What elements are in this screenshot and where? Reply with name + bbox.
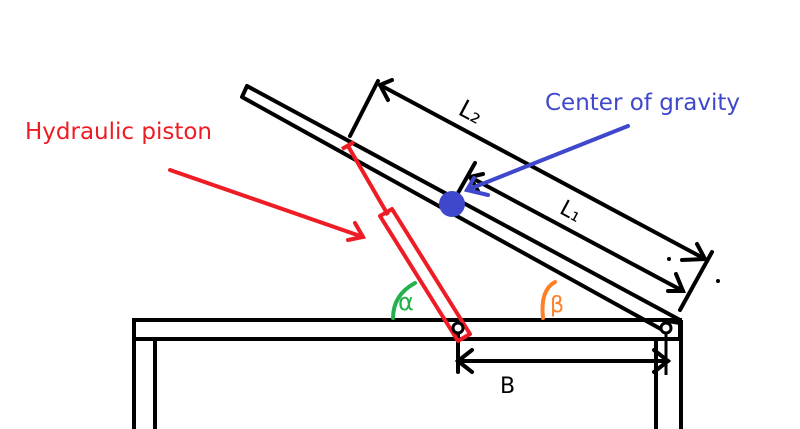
cog-pointer-head bbox=[463, 176, 490, 197]
label-hydraulic-piston: Hydraulic piston bbox=[25, 119, 212, 145]
piston-pointer bbox=[168, 168, 367, 242]
hydraulic-piston bbox=[340, 140, 472, 343]
dimension-l2 bbox=[348, 78, 714, 312]
cog-pointer-line bbox=[465, 124, 630, 192]
label-beta: β bbox=[550, 293, 564, 318]
center-of-gravity-dot bbox=[439, 191, 465, 217]
l2-arrow-right bbox=[680, 242, 709, 262]
b-arrow-right bbox=[652, 348, 672, 374]
piston-pivot bbox=[451, 321, 465, 335]
table-top bbox=[132, 318, 682, 341]
dot-mark bbox=[667, 257, 671, 261]
l2-ext-left bbox=[348, 79, 380, 138]
beam-brace bbox=[661, 318, 681, 325]
beam-pivot bbox=[659, 321, 673, 335]
table bbox=[132, 318, 683, 429]
label-center-of-gravity: Center of gravity bbox=[545, 90, 740, 116]
piston-pointer-line bbox=[168, 168, 365, 239]
label-l2: L₂ bbox=[454, 94, 487, 130]
piston-rod bbox=[346, 144, 390, 217]
l2-dim-line bbox=[378, 83, 707, 261]
l1-ext-left bbox=[456, 161, 477, 195]
l1-arrow-right bbox=[666, 272, 686, 293]
piston-cylinder bbox=[378, 207, 472, 343]
b-arrow-left bbox=[454, 348, 474, 374]
piston-pointer-head bbox=[346, 221, 367, 242]
dot-mark bbox=[716, 279, 720, 283]
l2-arrow-left bbox=[377, 78, 394, 102]
label-alpha: α bbox=[398, 288, 414, 316]
cog-pointer bbox=[463, 124, 630, 197]
l2-ext-right bbox=[678, 250, 714, 312]
beta-arc bbox=[540, 280, 557, 320]
piston-rod-cap bbox=[340, 140, 356, 151]
l1-dim-line bbox=[468, 175, 685, 293]
alpha-arc bbox=[391, 281, 417, 320]
label-b: B bbox=[500, 374, 515, 399]
